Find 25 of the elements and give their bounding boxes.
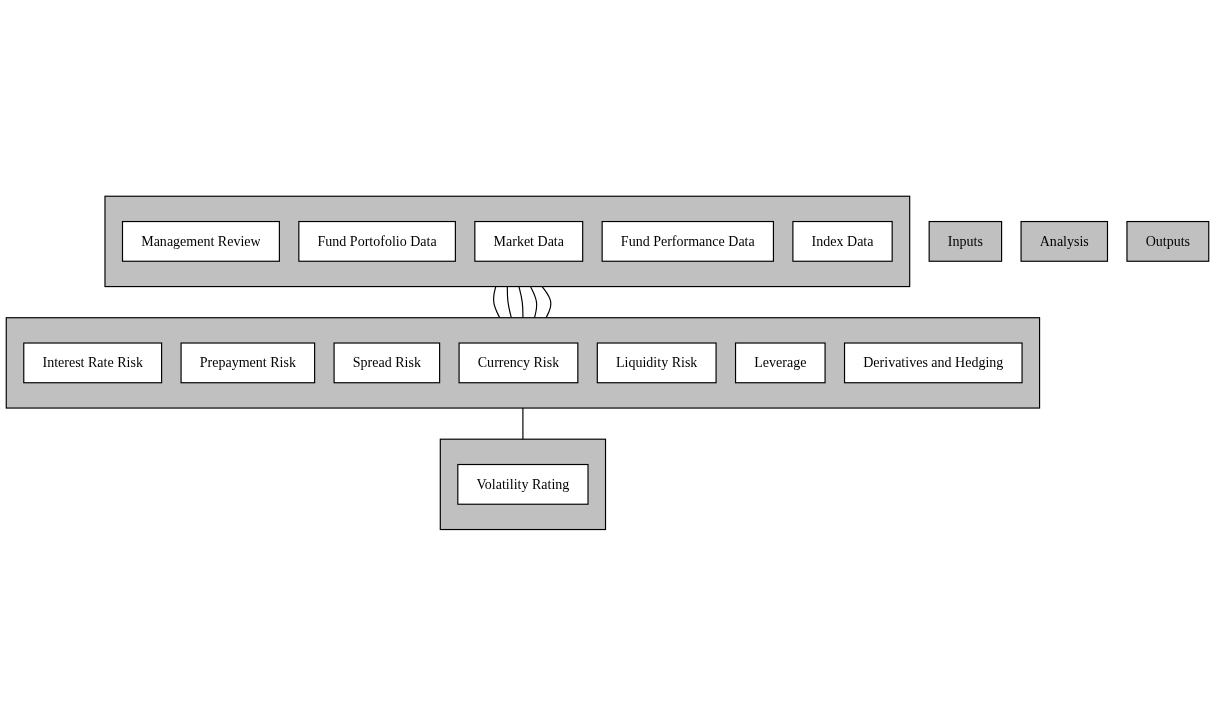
cluster [104,195,911,288]
node-box: Derivatives and Hedging [843,342,1023,384]
node-box: Leverage [734,342,826,384]
node-box: Liquidity Risk [596,342,717,384]
connector [518,286,524,319]
connector [541,286,552,319]
node-box: Analysis [1020,221,1109,262]
connector [522,407,524,440]
node-box: Fund Portofolio Data [298,221,456,262]
node-box: Currency Risk [458,342,579,384]
connector [529,286,538,319]
node-box: Interest Rate Risk [23,342,163,384]
node-box: Fund Performance Data [601,221,775,262]
cluster [439,438,607,531]
node-box: Spread Risk [333,342,441,384]
node-box: Market Data [474,221,584,262]
node-box: Management Review [121,221,280,262]
node-box: Outputs [1126,221,1210,262]
node-box: Volatility Rating [457,464,589,505]
connector [506,286,512,319]
node-box: Prepayment Risk [180,342,316,384]
node-box: Inputs [928,221,1003,262]
node-box: Index Data [792,221,893,262]
connector [493,286,501,319]
cluster [5,317,1041,409]
